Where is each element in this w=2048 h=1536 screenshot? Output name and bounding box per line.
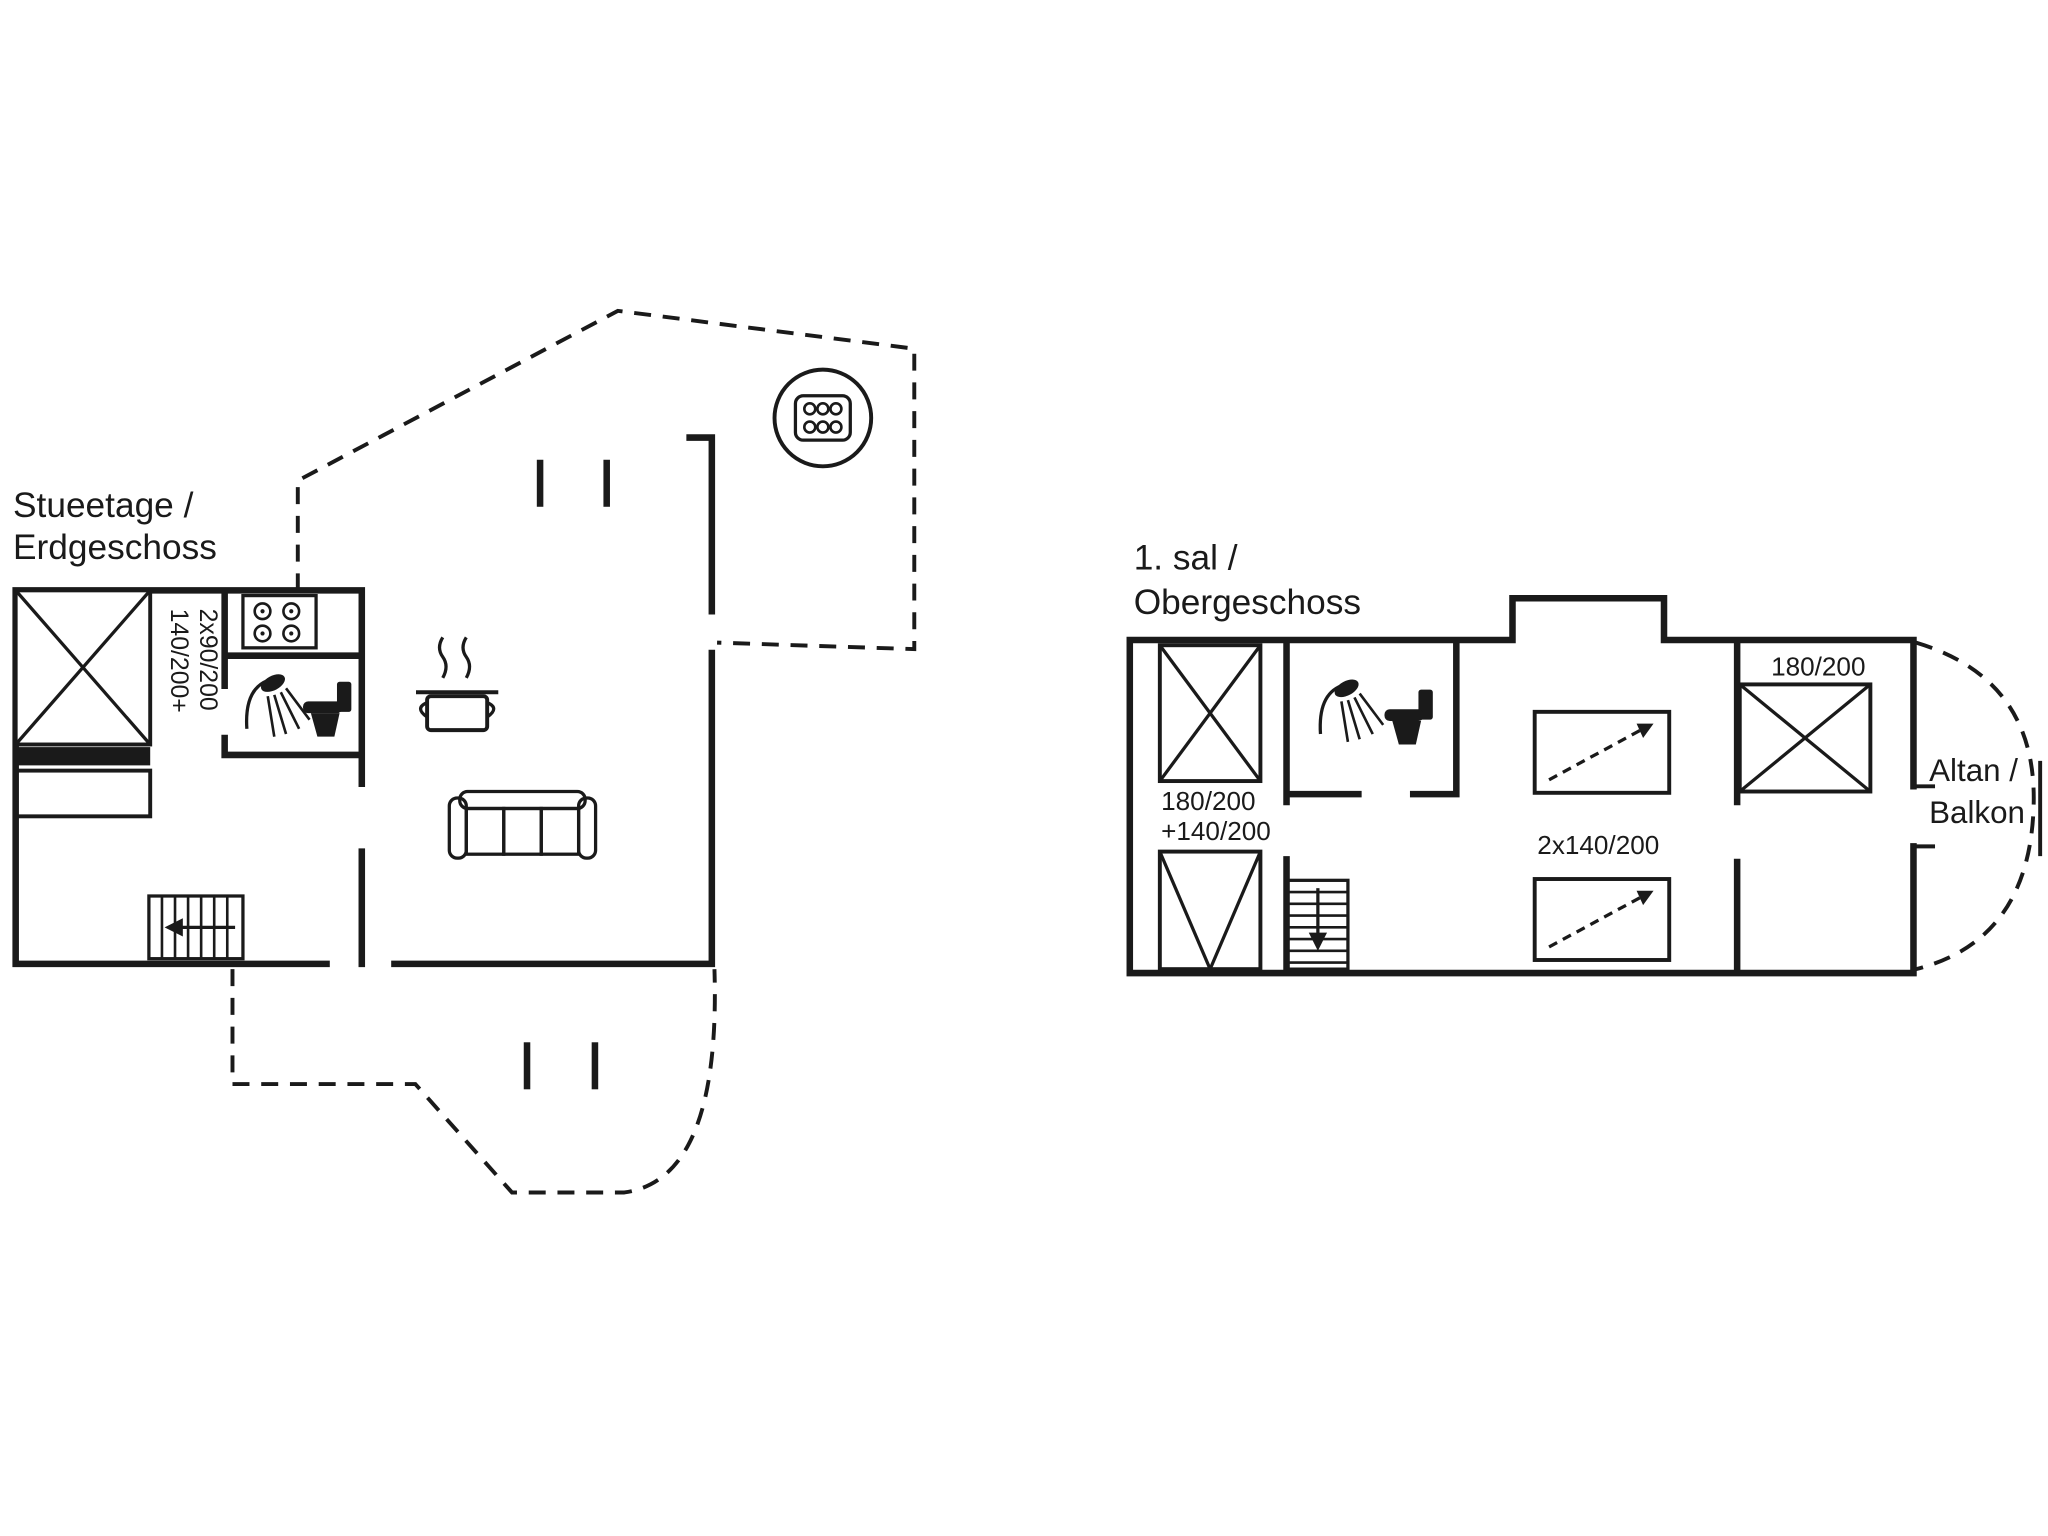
terrace-post-icon [523,1042,531,1090]
terrace-post-icon [591,1042,599,1090]
stairs-icon [1286,878,1350,971]
ground-bed-size-label-col1: 140/200+ [165,609,192,713]
balcony-label-line2: Balkon [1929,795,2025,830]
left-bed-size-label-line2: +140/200 [1161,816,1271,846]
first-floor-title-line1: 1. sal / [1134,538,1238,577]
ground-floor-title-line1: Stueetage / [13,486,194,525]
balcony-outline-dashed [1915,640,2036,972]
double-bed-icon [13,588,153,747]
ground-floor-title-line2: Erdgeschoss [13,528,217,567]
extra-bed-icon [1532,709,1672,795]
toilet-icon [303,681,352,737]
toilet-icon [1384,689,1433,745]
shower-icon [1318,679,1385,743]
kitchen-stove-icon [241,593,318,650]
shower-icon [244,674,311,737]
extra-bed-icon [1532,877,1672,962]
double-bed-icon [1737,682,1873,794]
terrace-post-icon [603,459,610,507]
ground-roof-outline-dashed [295,308,917,652]
left-bed-size-label-line1: 180/200 [1161,786,1255,816]
balcony-door-jambs [1911,784,1936,849]
terrace-post-icon [536,459,544,507]
ground-floor-plan: Stueetage / Erdgeschoss 140/200+ 2x90/20… [12,308,917,1195]
ground-terrace-outline-dashed [230,969,717,1195]
hot-tub-icon [772,367,874,469]
double-bed-icon [1157,643,1263,784]
sofa-icon [447,789,598,860]
center-beds-size-label: 2x140/200 [1537,830,1659,860]
first-floor-plan: 1. sal / Obergeschoss 180/200 +140/200 [1126,538,2043,977]
single-bed-icon [1157,849,1263,972]
closet-block [13,768,153,819]
wall-block [15,747,151,766]
cooking-pot-icon [415,636,499,733]
stairs-icon [147,894,245,961]
first-floor-title-line2: Obergeschoss [1134,583,1361,622]
ground-bed-size-label-col2: 2x90/200 [194,609,221,711]
first-floor-walls [1126,594,1917,977]
right-bed-size-label: 180/200 [1771,651,1865,681]
balcony-label-line1: Altan / [1929,753,2018,788]
